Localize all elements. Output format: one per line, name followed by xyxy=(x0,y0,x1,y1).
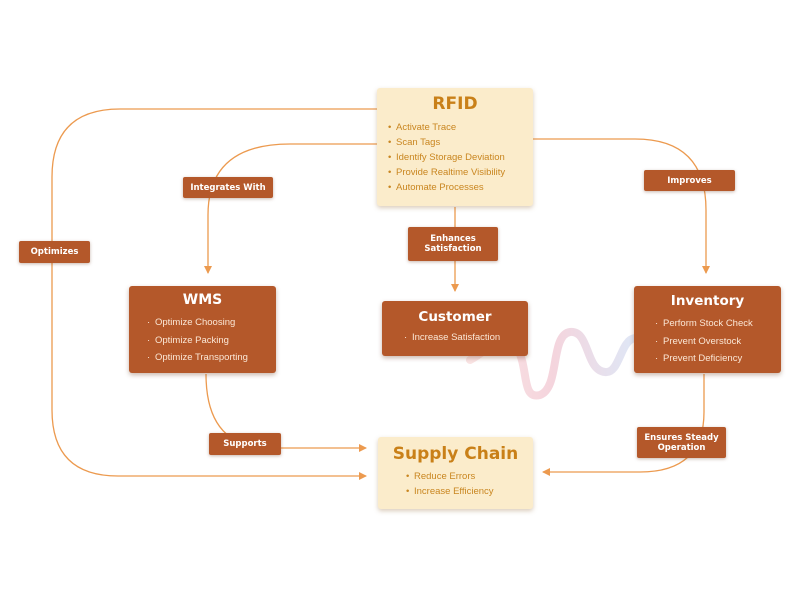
list-item: ·Optimize Choosing xyxy=(147,317,236,328)
list-item: •Identify Storage Deviation xyxy=(388,152,505,163)
label-enhances-satisfaction: Enhances Satisfaction xyxy=(408,227,498,261)
list-item: ·Perform Stock Check xyxy=(655,318,753,329)
edge-integrates-with xyxy=(204,143,377,274)
edge-optimizes xyxy=(51,108,377,480)
list-item: •Reduce Errors xyxy=(406,471,476,482)
inventory-title: Inventory xyxy=(670,293,745,309)
supply-chain-node: Supply Chain •Reduce Errors •Increase Ef… xyxy=(378,437,533,509)
customer-title: Customer xyxy=(418,309,492,325)
list-item: •Automate Processes xyxy=(388,182,484,193)
label-ensures-steady-operation: Ensures Steady Operation xyxy=(637,427,726,458)
customer-item-list: ·Increase Satisfaction xyxy=(382,325,528,345)
label-integrates-with: Integrates With xyxy=(183,177,273,198)
list-item: ·Optimize Transporting xyxy=(147,352,248,363)
list-item: •Increase Efficiency xyxy=(406,486,494,497)
list-item: ·Optimize Packing xyxy=(147,334,229,346)
supply-chain-item-list: •Reduce Errors •Increase Efficiency xyxy=(378,464,533,499)
edge-improves xyxy=(533,138,710,274)
rfid-title: RFID xyxy=(432,94,478,114)
list-item: ·Prevent Deficiency xyxy=(655,353,743,364)
label-improves: Improves xyxy=(644,170,735,191)
list-item: •Provide Realtime Visibility xyxy=(388,167,506,178)
wms-item-list: ·Optimize Choosing ·Optimize Packing ·Op… xyxy=(129,308,276,367)
customer-node: Customer ·Increase Satisfaction xyxy=(382,301,528,356)
wms-node: WMS ·Optimize Choosing ·Optimize Packing… xyxy=(129,286,276,373)
inventory-item-list: ·Perform Stock Check ·Prevent Overstock … xyxy=(634,309,781,368)
list-item: •Activate Trace xyxy=(388,122,457,133)
label-optimizes: Optimizes xyxy=(19,241,90,263)
rfid-node: RFID •Activate Trace •Scan Tags •Identif… xyxy=(377,88,533,206)
list-item: •Scan Tags xyxy=(388,137,441,148)
rfid-item-list: •Activate Trace •Scan Tags •Identify Sto… xyxy=(377,114,533,195)
inventory-node: Inventory ·Perform Stock Check ·Prevent … xyxy=(634,286,781,373)
wms-title: WMS xyxy=(182,292,223,308)
label-supports: Supports xyxy=(209,433,281,455)
supply-chain-title: Supply Chain xyxy=(392,444,519,464)
list-item: ·Prevent Overstock xyxy=(655,335,742,347)
list-item: ·Increase Satisfaction xyxy=(404,332,501,343)
